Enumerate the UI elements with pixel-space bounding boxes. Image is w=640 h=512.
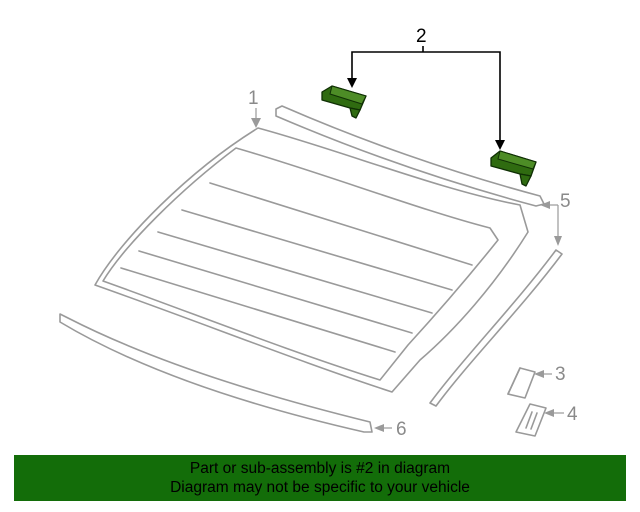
banner-line-2: Diagram may not be specific to your vehi… bbox=[170, 479, 470, 496]
lower-molding bbox=[59, 313, 373, 433]
callout-4: 4 bbox=[544, 404, 578, 425]
callout-2-label: 2 bbox=[416, 26, 427, 47]
callout-6-label: 6 bbox=[396, 419, 407, 440]
banner-line-1: Part or sub-assembly is #2 in diagram bbox=[189, 460, 451, 477]
highlighted-bracket-left bbox=[321, 85, 367, 119]
rear-window-glass bbox=[94, 127, 529, 393]
parts-diagram: 1 5 6 3 4 bbox=[59, 26, 578, 440]
side-molding bbox=[429, 249, 563, 407]
fastener-part bbox=[515, 403, 547, 437]
callout-6: 6 bbox=[374, 419, 407, 440]
info-banner: Part or sub-assembly is #2 in diagram Di… bbox=[14, 455, 626, 501]
callout-5: 5 bbox=[540, 191, 571, 246]
callout-3-label: 3 bbox=[555, 364, 566, 385]
clip-part bbox=[507, 367, 536, 399]
callout-5-label: 5 bbox=[560, 191, 571, 212]
callout-3: 3 bbox=[534, 364, 566, 385]
highlighted-bracket-right bbox=[490, 150, 537, 187]
callout-1-label: 1 bbox=[248, 88, 259, 109]
callout-1: 1 bbox=[248, 88, 261, 128]
callout-2: 2 bbox=[347, 26, 505, 150]
callout-4-label: 4 bbox=[567, 404, 578, 425]
